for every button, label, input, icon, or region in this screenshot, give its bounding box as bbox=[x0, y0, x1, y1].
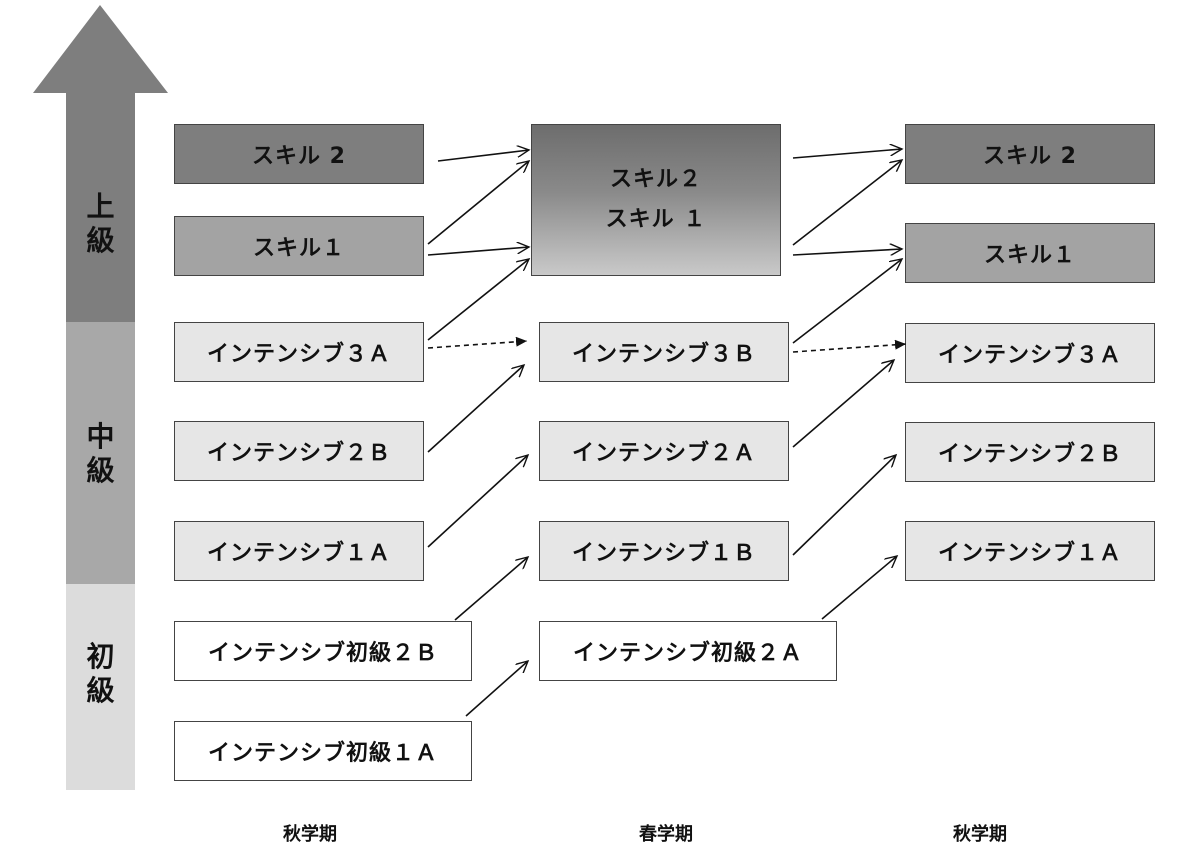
term-label-text: 秋学期 bbox=[283, 824, 337, 845]
arrow-col1-1a-to-2a bbox=[427, 455, 528, 548]
course-box-col3-skill1: スキル１ bbox=[905, 223, 1155, 283]
arrow-col1-3a-to-3b bbox=[427, 336, 528, 349]
course-box-col1-intensive2b: インテンシブ２Ｂ bbox=[174, 421, 424, 481]
course-label: インテンシブ１Ｂ bbox=[571, 541, 756, 566]
arrow-col2-3b-to-3a bbox=[792, 339, 907, 353]
arrow-col1-beg1a-to-beg2a bbox=[465, 661, 528, 717]
course-label-line1: スキル２ bbox=[609, 167, 702, 192]
level-bar-intermediate bbox=[66, 322, 135, 584]
arrow-col1-2b-to-3b bbox=[427, 365, 524, 453]
arrow-col2-3b-to-skill1 bbox=[792, 259, 902, 344]
course-box-col2-intensive1b: インテンシブ１Ｂ bbox=[539, 521, 789, 581]
term-label-text: 春学期 bbox=[639, 824, 693, 845]
arrow-col2-combined-to-skill2 bbox=[792, 149, 902, 159]
level-label-intermediate-text: 中級 bbox=[86, 420, 115, 487]
arrow-col1-skill1-to-combined-upper bbox=[427, 161, 529, 245]
level-label-intermediate: 中級 bbox=[66, 420, 135, 488]
level-label-advanced-text: 上級 bbox=[86, 190, 115, 257]
course-box-col3-intensive3a: インテンシブ３Ａ bbox=[905, 323, 1155, 383]
course-label: スキル１ bbox=[252, 236, 345, 261]
level-label-beginner: 初級 bbox=[66, 640, 135, 708]
arrow-col2-combined-to-skill1 bbox=[792, 249, 902, 256]
level-bar-beginner bbox=[66, 584, 135, 790]
course-box-col2-beginner2a: インテンシブ初級２Ａ bbox=[539, 621, 837, 681]
course-box-col3-intensive2b: インテンシブ２Ｂ bbox=[905, 422, 1155, 482]
arrow-col2-beg2a-to-1a bbox=[821, 556, 897, 620]
course-box-col1-skill1: スキル１ bbox=[174, 216, 424, 276]
term-label-col2: 春学期 bbox=[576, 820, 756, 846]
level-arrow-head bbox=[33, 5, 168, 93]
term-label-col1: 秋学期 bbox=[220, 820, 400, 846]
course-box-col2-intensive2a: インテンシブ２Ａ bbox=[539, 421, 789, 481]
arrow-col2-2a-to-3a bbox=[792, 360, 894, 448]
course-label: インテンシブ２Ｂ bbox=[937, 442, 1122, 467]
course-box-col1-beginner1a: インテンシブ初級１Ａ bbox=[174, 721, 472, 781]
course-box-col1-beginner2b: インテンシブ初級２Ｂ bbox=[174, 621, 472, 681]
arrow-col1-skill2-to-combined bbox=[437, 150, 529, 162]
course-label: スキル 2 bbox=[983, 144, 1077, 169]
course-box-col2-skill-combined: スキル２ スキル １ bbox=[531, 124, 781, 276]
level-label-beginner-text: 初級 bbox=[86, 640, 115, 707]
course-label: スキル 2 bbox=[252, 144, 346, 169]
course-label: インテンシブ１Ａ bbox=[206, 541, 391, 566]
course-label: インテンシブ２Ｂ bbox=[206, 441, 391, 466]
arrow-col1-3a-to-combined bbox=[427, 259, 529, 341]
arrow-col2-combined-to-skill2-lower bbox=[792, 160, 902, 246]
arrow-col1-beg2b-to-1b bbox=[454, 557, 528, 621]
course-box-col3-skill2: スキル 2 bbox=[905, 124, 1155, 184]
course-box-col3-intensive1a: インテンシブ１Ａ bbox=[905, 521, 1155, 581]
course-box-col1-intensive1a: インテンシブ１Ａ bbox=[174, 521, 424, 581]
course-label: インテンシブ初級２Ｂ bbox=[207, 641, 438, 666]
course-box-col2-intensive3b: インテンシブ３Ｂ bbox=[539, 322, 789, 382]
arrow-col2-1b-to-2b bbox=[792, 455, 896, 556]
course-label: インテンシブ３Ａ bbox=[937, 343, 1122, 368]
arrow-col1-skill1-to-combined-lower bbox=[427, 247, 529, 256]
course-label: インテンシブ２Ａ bbox=[571, 441, 756, 466]
course-label: インテンシブ１Ａ bbox=[937, 541, 1122, 566]
course-box-col1-intensive3a: インテンシブ３Ａ bbox=[174, 322, 424, 382]
course-label: インテンシブ初級２Ａ bbox=[572, 641, 803, 666]
course-label-line2: スキル １ bbox=[605, 207, 707, 232]
course-label: インテンシブ３Ｂ bbox=[571, 342, 756, 367]
course-box-col1-skill2: スキル 2 bbox=[174, 124, 424, 184]
level-label-advanced: 上級 bbox=[66, 190, 135, 258]
course-label: スキル１ bbox=[983, 243, 1076, 268]
course-label: インテンシブ初級１Ａ bbox=[207, 741, 438, 766]
level-bar-advanced bbox=[66, 92, 135, 322]
course-label: インテンシブ３Ａ bbox=[206, 342, 391, 367]
term-label-text: 秋学期 bbox=[953, 824, 1007, 845]
term-label-col3: 秋学期 bbox=[890, 820, 1070, 846]
